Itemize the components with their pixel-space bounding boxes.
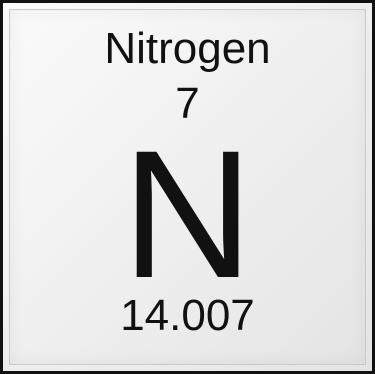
element-name: Nitrogen — [104, 24, 271, 73]
element-symbol: N — [121, 112, 254, 316]
atomic-mass: 14.007 — [120, 291, 255, 340]
atomic-number: 7 — [175, 79, 200, 128]
